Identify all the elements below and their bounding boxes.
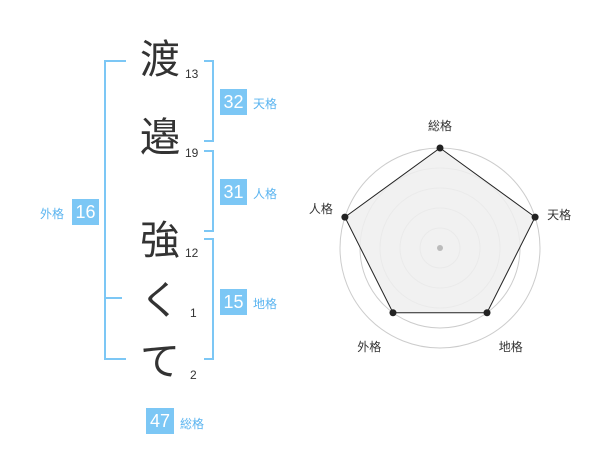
radar-axis-label-2: 天格 xyxy=(547,207,571,222)
stroke-count-5: 2 xyxy=(190,368,197,382)
soukaku-label: 総格 xyxy=(180,417,205,431)
jinkaku-badge: 31 xyxy=(220,179,247,205)
radar-point-1 xyxy=(436,144,444,152)
gaikaku-label: 外格 xyxy=(40,207,65,221)
gaikaku-badge: 16 xyxy=(72,199,99,225)
chikaku-label: 地格 xyxy=(253,297,278,311)
radar-ring-4 xyxy=(359,167,521,329)
tenkaku-bracket xyxy=(204,60,214,142)
radar-point-3 xyxy=(483,309,491,317)
gaikaku-bracket xyxy=(104,60,126,360)
radar-axis-label-5: 人格 xyxy=(309,201,333,216)
jinkaku-label: 人格 xyxy=(253,187,278,201)
name-char-2: 邉 xyxy=(140,115,180,161)
radar-axis-label-4: 外格 xyxy=(357,339,381,354)
stroke-count-2: 19 xyxy=(185,146,199,160)
radar-ring-5 xyxy=(339,147,541,349)
radar-point-4 xyxy=(389,309,397,317)
radar-ring-3 xyxy=(379,187,501,309)
jinkaku-bracket xyxy=(204,150,214,232)
soukaku-badge: 47 xyxy=(146,408,174,434)
name-char-1: 渡 xyxy=(140,37,180,83)
stroke-count-1: 13 xyxy=(185,67,199,81)
name-char-4: く xyxy=(140,278,180,324)
radar-point-5 xyxy=(341,213,349,221)
radar-axis-label-1: 総格 xyxy=(428,118,452,133)
radar-ring-1 xyxy=(419,227,461,269)
radar-point-2 xyxy=(531,213,539,221)
radar-center-dot xyxy=(437,245,443,251)
stroke-count-4: 1 xyxy=(190,306,197,320)
name-char-3: 強 xyxy=(140,218,180,264)
name-char-5: て xyxy=(140,339,180,385)
gaikaku-bracket-tick xyxy=(106,297,122,299)
stroke-count-3: 12 xyxy=(185,246,199,260)
chikaku-bracket xyxy=(204,238,214,360)
radar-polygon xyxy=(344,147,536,314)
tenkaku-badge: 32 xyxy=(220,89,247,115)
radar-ring-2 xyxy=(399,207,481,289)
radar-axis-label-3: 地格 xyxy=(499,339,523,354)
tenkaku-label: 天格 xyxy=(253,97,278,111)
chikaku-badge: 15 xyxy=(220,289,247,315)
